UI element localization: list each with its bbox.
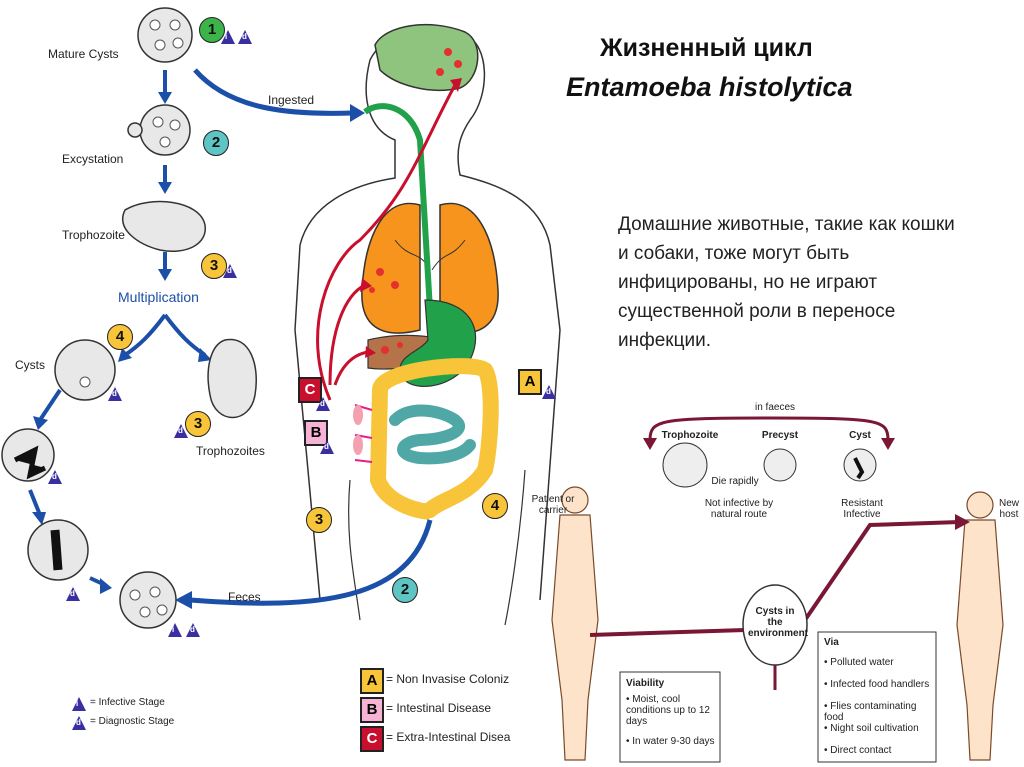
diagnostic-stage-icon: d (542, 385, 556, 399)
page-subtitle: Entamoeba histolytica (566, 72, 853, 102)
stage-4-badge: 4 (107, 324, 133, 350)
key-c-text: = Extra-Intestinal Disea (386, 730, 511, 744)
via-title: Via (824, 637, 839, 648)
diagnostic-stage-icon: d (66, 587, 80, 601)
to-environment-arrow (589, 628, 746, 637)
trophozoites-label: Trophozoites (196, 444, 265, 458)
viability-item: • In water 9-30 days (626, 736, 715, 747)
stage-2-badge: 2 (203, 130, 229, 156)
key-a-text: = Non Invasise Coloniz (386, 672, 510, 686)
in-faeces-bracket (648, 416, 890, 441)
red-dissemination-arrow (316, 84, 457, 401)
diagnostic-stage-icon: d (48, 470, 62, 484)
die-rapidly-label: Die rapidly (711, 476, 759, 487)
via-box (817, 631, 937, 763)
new-host-label: New host (998, 498, 1019, 520)
via-item: • Flies contaminating food (824, 701, 917, 723)
key-b-text: = Intestinal Disease (386, 701, 492, 715)
ingested-arrow (193, 68, 353, 116)
feces-label: Feces (228, 590, 261, 604)
note-text: Домашние животные, такие как кошки и соб… (618, 214, 955, 351)
key-infective-label: = Infective Stage (90, 697, 165, 708)
cyst-label: Cyst (849, 430, 871, 441)
stage-3-badge: 3 (201, 253, 227, 279)
viability-box (619, 671, 721, 763)
ingested-label: Ingested (268, 93, 315, 107)
marker-a: A (518, 369, 542, 395)
intestine-stage-3-badge: 3 (306, 507, 332, 533)
key-b-square: B (360, 697, 384, 723)
in-faeces-label: in faeces (754, 402, 796, 413)
brain (374, 23, 479, 92)
via-item: • Infected food handlers (824, 679, 930, 690)
key-diagnostic-label: = Diagnostic Stage (90, 716, 175, 727)
feces-cyst-drawing (119, 571, 177, 629)
trophozoite-t-label: Trophozoite (661, 430, 719, 441)
trophozoites-drawing (207, 338, 257, 419)
small-intestine (389, 404, 476, 465)
feces-stage-2-badge: 2 (392, 577, 418, 603)
esophagus (363, 103, 433, 311)
left-lung (361, 202, 421, 334)
infective-stage-icon: i (168, 623, 182, 637)
key-a-square: A (360, 668, 384, 694)
key-diagnostic-icon: d (72, 716, 86, 730)
patient-label: Patient or carrier (531, 494, 575, 516)
infective-stage-icon: i (221, 30, 235, 44)
page-title: Жизненный цикл (600, 34, 813, 62)
feces-arrow (189, 519, 433, 606)
environment-label: Cysts in the environment (748, 606, 809, 639)
cysts-label: Cysts (15, 358, 45, 372)
mature-cysts-label: Mature Cysts (48, 47, 119, 61)
multiplication-label: Multiplication (118, 289, 199, 305)
viability-title: Viability (626, 678, 665, 689)
excystation-label: Excystation (62, 152, 124, 166)
mature-cyst-drawing (137, 7, 193, 63)
key-c-square: C (360, 726, 384, 752)
via-item: • Night soil cultivation (824, 723, 919, 734)
not-infective-label: Not infective by natural route (704, 498, 774, 520)
precyst-label: Precyst (761, 430, 799, 441)
diagnostic-stage-icon: d (238, 30, 252, 44)
diagnostic-stage-icon: d (186, 623, 200, 637)
large-intestine (372, 358, 499, 518)
to-new-host-arrow (803, 520, 961, 622)
viability-item: • Moist, cool conditions up to 12 days (626, 694, 710, 727)
diagnostic-stage-icon: d (320, 440, 334, 454)
via-item: • Direct contact (824, 745, 892, 756)
diagnostic-stage-icon: d (223, 264, 237, 278)
key-infective-icon: i (72, 697, 86, 711)
diagnostic-stage-icon: d (108, 387, 122, 401)
stage-3-badge-lower: 3 (185, 411, 211, 437)
trophozoite-label: Trophozoite (62, 228, 125, 242)
trophozoite-drawing (122, 200, 206, 252)
cyst-drawing (54, 339, 116, 401)
diagnostic-stage-icon: d (316, 397, 330, 411)
diagnostic-stage-icon: d (174, 424, 188, 438)
via-item: • Polluted water (824, 657, 894, 668)
resistant-label: Resistant Infective (841, 498, 883, 520)
intestine-stage-4-badge: 4 (482, 493, 508, 519)
